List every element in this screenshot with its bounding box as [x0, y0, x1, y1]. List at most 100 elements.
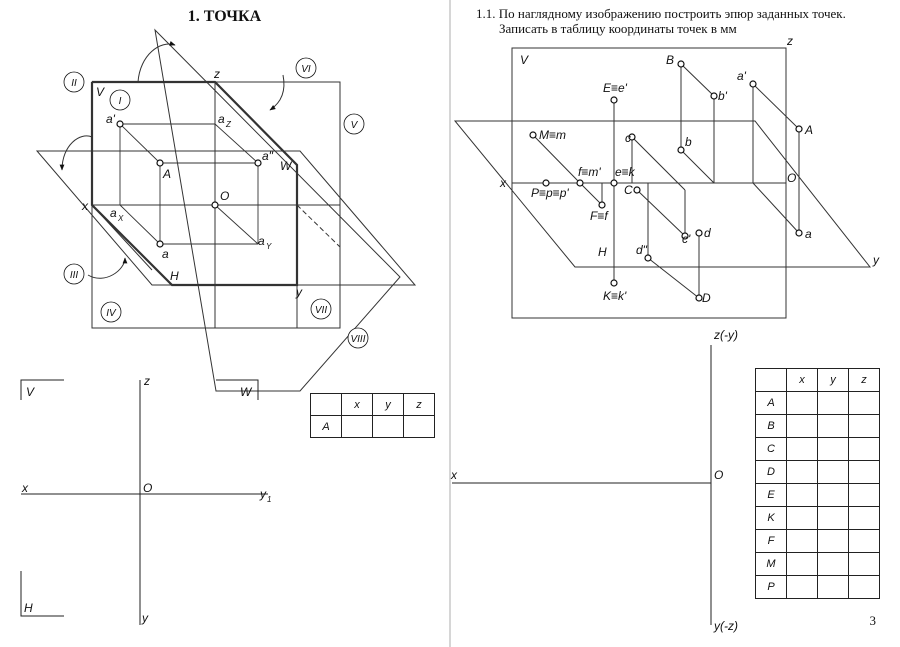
table-header-cell: x: [341, 393, 373, 416]
table-row: C: [755, 437, 880, 461]
table-cell[interactable]: [848, 552, 880, 576]
table-row: A: [755, 391, 880, 415]
table-cell[interactable]: [848, 414, 880, 438]
w-dashed: [296, 204, 341, 248]
plane-h-outline: [35, 150, 417, 286]
right-points: [529, 60, 803, 302]
table-header-cell: x: [786, 368, 818, 392]
r-label-fm: f≡m': [578, 165, 601, 179]
label-a: a: [162, 247, 169, 261]
page-divider: [449, 0, 451, 647]
point-b: [677, 146, 685, 154]
epure-corner-v: [20, 379, 64, 400]
epure-label-y1-sub: 1: [267, 495, 271, 504]
table-cell[interactable]: [848, 391, 880, 415]
r-label-H: H: [598, 245, 607, 259]
label-x: x: [81, 199, 89, 213]
table-row-label: C: [755, 437, 787, 461]
table-cell[interactable]: [372, 415, 404, 438]
table-cell[interactable]: [848, 529, 880, 553]
task-line-1: 1.1. По наглядному изображению построить…: [476, 6, 846, 21]
left-page-title: 1. ТОЧКА: [187, 8, 262, 25]
label-a-prime: a': [106, 112, 116, 126]
table-cell[interactable]: [817, 529, 849, 553]
r-label-z: z: [786, 34, 793, 48]
table-row-label: F: [755, 529, 787, 553]
epure-label-y1: y: [259, 487, 267, 501]
label-az: a: [218, 112, 225, 126]
table-cell[interactable]: [341, 415, 373, 438]
r-label-y: y: [872, 253, 880, 267]
point-C: [633, 186, 641, 194]
point-K: [610, 279, 618, 287]
table-cell[interactable]: [848, 506, 880, 530]
point-c-prime: [681, 232, 689, 240]
table-cell[interactable]: [786, 414, 818, 438]
octant-label-II: II: [71, 78, 77, 89]
task-text: 1.1. По наглядному изображению построить…: [476, 6, 896, 36]
r-label-a: a: [805, 227, 812, 241]
table-cell[interactable]: [817, 391, 849, 415]
r-label-E: E≡e': [603, 81, 628, 95]
table-header-cell: z: [403, 393, 435, 416]
table-cell[interactable]: [817, 575, 849, 599]
epure-label-x: x: [21, 481, 29, 495]
octant-circle-I: [109, 89, 131, 111]
table-header-cell: z: [848, 368, 880, 392]
rotation-arrow-right: [269, 74, 285, 111]
table-cell[interactable]: [786, 529, 818, 553]
octant-circle-V: [343, 113, 365, 135]
label-A: A: [162, 167, 171, 181]
table-row-label: P: [755, 575, 787, 599]
epure-label-W: W: [240, 385, 253, 399]
table-cell[interactable]: [817, 437, 849, 461]
table-cell[interactable]: [786, 506, 818, 530]
octant-label-VIII: VIII: [350, 334, 365, 345]
octant-diagram: [35, 28, 417, 392]
table-cell[interactable]: [817, 483, 849, 507]
label-ay-sub: Y: [266, 242, 272, 251]
table-cell[interactable]: [786, 575, 818, 599]
table-cell[interactable]: [848, 575, 880, 599]
table-cell[interactable]: [817, 552, 849, 576]
table-cell[interactable]: [848, 437, 880, 461]
r-label-b: b: [685, 135, 692, 149]
point-a-dbl: [254, 159, 262, 167]
point-a-r: [795, 229, 803, 237]
octant-label-V: V: [351, 120, 359, 131]
table-cell[interactable]: [786, 483, 818, 507]
right-diagram: [453, 47, 872, 319]
epure-label-V: V: [26, 385, 35, 399]
table-cell[interactable]: [817, 414, 849, 438]
table-cell[interactable]: [786, 391, 818, 415]
r-label-a-prime: a': [737, 69, 747, 83]
table-row-label: E: [755, 483, 787, 507]
octant-label-I: I: [119, 96, 122, 107]
table-row: F: [755, 529, 880, 553]
point-b-prime: [710, 92, 718, 100]
table-cell[interactable]: [817, 506, 849, 530]
point-D: [695, 294, 703, 302]
table-row: B: [755, 414, 880, 438]
r-label-d-dbl: d": [636, 243, 648, 257]
octant-circle-III: [63, 263, 85, 285]
table-cell[interactable]: [786, 460, 818, 484]
table-cell[interactable]: [786, 437, 818, 461]
table-cell[interactable]: [848, 483, 880, 507]
table-header-cell: y: [372, 393, 404, 416]
epure-label-y: y: [141, 611, 149, 625]
label-ay: a: [258, 234, 265, 248]
epure-corner-w: [216, 379, 259, 400]
table-cell[interactable]: [817, 460, 849, 484]
table-row: K: [755, 506, 880, 530]
label-a-dbl: a": [262, 149, 274, 163]
r-label-D: D: [702, 291, 711, 305]
label-y: y: [295, 285, 303, 299]
r-label-Kk: K≡k': [603, 289, 627, 303]
table-cell[interactable]: [403, 415, 435, 438]
point-d: [695, 229, 703, 237]
table-cell[interactable]: [848, 460, 880, 484]
table-cell[interactable]: [786, 552, 818, 576]
task-line-2: Записать в таблицу координаты точек в мм: [499, 21, 737, 36]
octant-circle-VIII: [347, 327, 369, 349]
